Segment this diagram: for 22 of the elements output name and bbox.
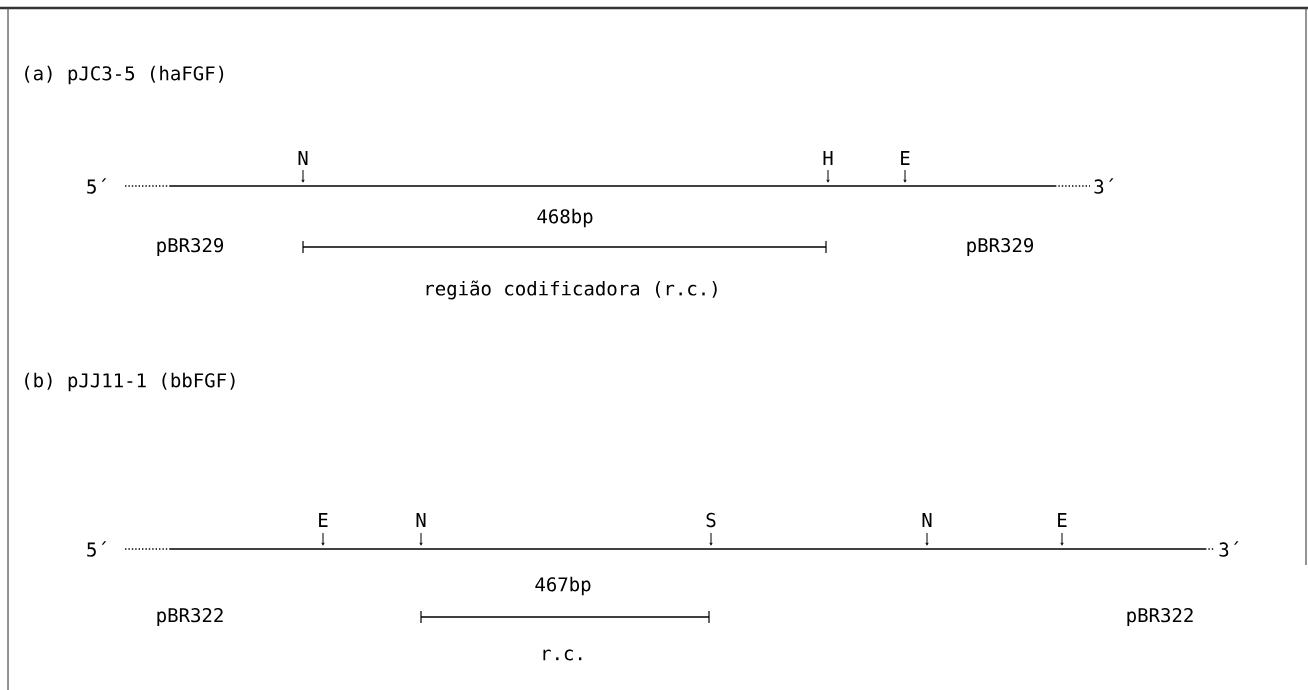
site-label: N xyxy=(298,151,308,165)
panel-title: (a) pJC3-5 (haFGF) xyxy=(25,65,224,85)
end-label: 3´ xyxy=(1219,541,1239,557)
size-label: 468bp xyxy=(537,208,593,228)
end-label: 5´ xyxy=(87,178,107,194)
site-label: N xyxy=(922,513,932,527)
site-label: H xyxy=(823,151,833,165)
site-label: S xyxy=(706,512,716,528)
vector-label: pBR329 xyxy=(157,237,224,256)
end-label: 3´ xyxy=(1094,178,1114,194)
region-label: r.c. xyxy=(543,649,582,661)
vector-label: pBR322 xyxy=(157,607,223,626)
site-label: E xyxy=(901,151,910,165)
site-label: E xyxy=(319,513,328,527)
panel-title: (b) pJJ11-1 (bbFGF) xyxy=(25,372,235,392)
end-label: 5´ xyxy=(87,541,107,557)
size-label: 467bp xyxy=(535,576,591,596)
site-label: N xyxy=(416,513,426,527)
vector-label: pBR329 xyxy=(967,237,1034,256)
vector-label: pBR322 xyxy=(1127,607,1193,626)
site-label: E xyxy=(1058,513,1067,527)
region-label: região codificadora (r.c.) xyxy=(426,280,717,300)
